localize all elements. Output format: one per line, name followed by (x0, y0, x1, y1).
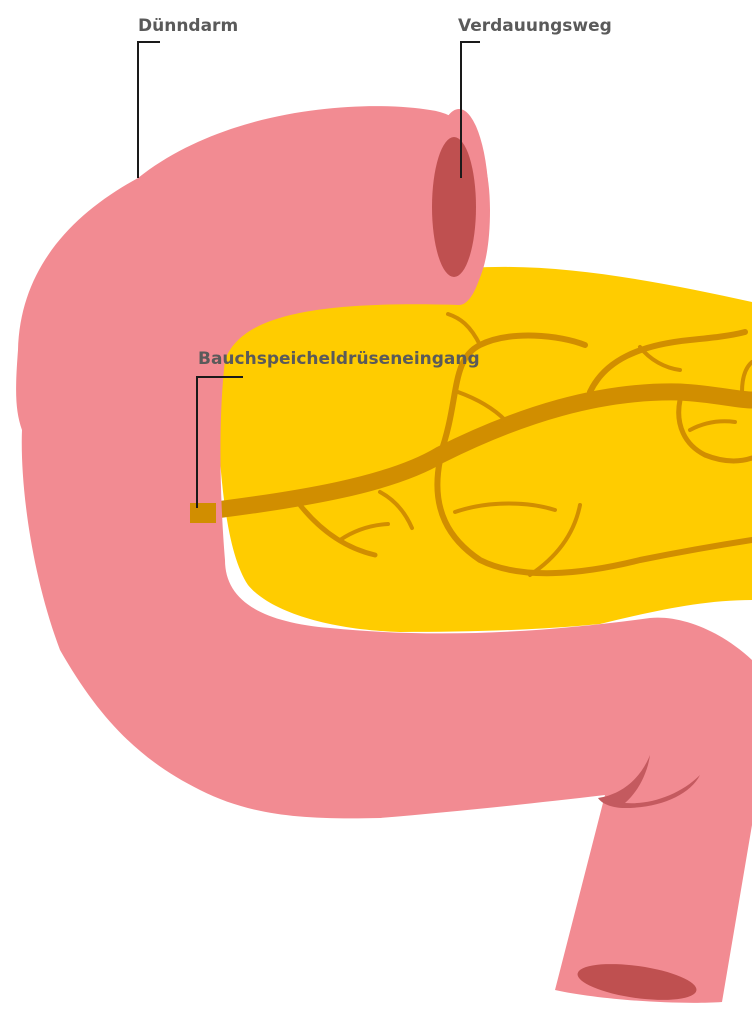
duct-entrance (190, 503, 216, 523)
pancreas (215, 267, 752, 632)
intestine-upper-opening (432, 137, 476, 277)
label-small-intestine: Dünndarm (138, 16, 238, 36)
label-digestive-tract: Verdauungsweg (458, 16, 612, 36)
label-pancreatic-entrance: Bauchspeicheldrüseneingang (198, 349, 480, 369)
leader-line-small-intestine (138, 42, 160, 178)
